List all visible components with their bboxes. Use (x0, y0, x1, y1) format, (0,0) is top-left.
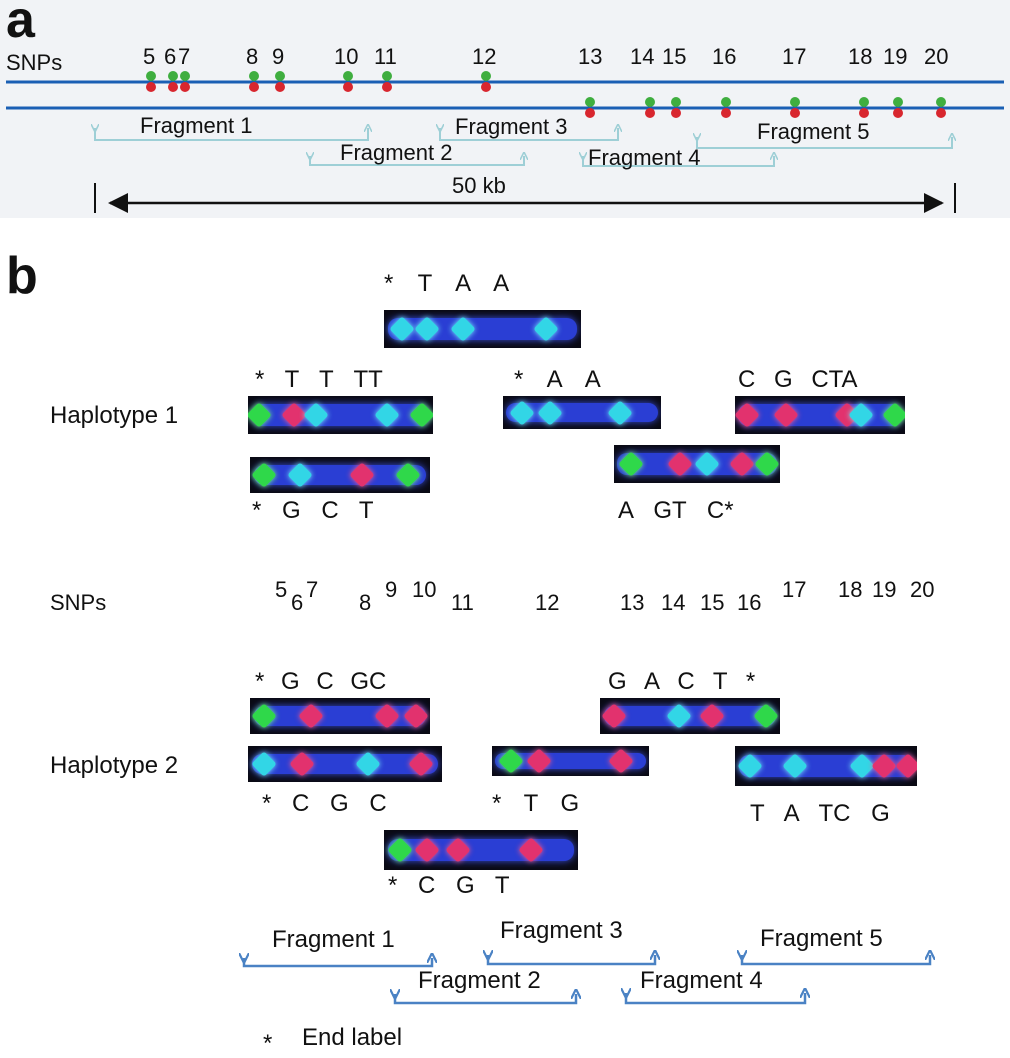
snp-14-label-b: 14 (661, 590, 686, 615)
molecule-image-7 (250, 698, 430, 734)
legend-symbol: * (263, 1030, 273, 1057)
snp-12-label-b: 12 (535, 590, 560, 615)
fragment-5-arrow (742, 955, 930, 966)
molecule-10-alleles: * T G (492, 790, 580, 817)
snp-8-label: 8 (246, 44, 259, 69)
molecule-3-alleles: * A A (514, 366, 601, 393)
scale-label: 50 kb (452, 173, 506, 198)
snp-8-label-b: 8 (359, 590, 372, 615)
snp-9-label: 9 (272, 44, 285, 69)
molecule-image-4 (735, 396, 905, 434)
fragment-3-arrow (488, 955, 655, 966)
molecule-12-alleles: * C G T (388, 872, 510, 899)
molecule-1-alleles: * T A A (384, 270, 510, 297)
snp-5-label-b: 5 (275, 577, 288, 602)
fragment-5-label-a: Fragment 5 (757, 119, 870, 144)
fragment-3-label-b: Fragment 3 (500, 917, 623, 944)
fragment-1-label-a: Fragment 1 (140, 113, 253, 138)
snp-markers-line-1 (146, 71, 491, 92)
molecule-image-6 (614, 445, 780, 483)
molecule-5-alleles: * G C T (252, 497, 374, 524)
haplotype-2-label: Haplotype 2 (50, 752, 179, 779)
snp-12-label: 12 (472, 44, 497, 69)
snp-13-label: 13 (578, 44, 603, 69)
snp-19-label: 19 (883, 44, 908, 69)
fragment-2-arrow (395, 994, 576, 1005)
snp-18-label: 18 (848, 44, 873, 69)
panel-a: a SNPs 5 6 7 8 9 10 11 12 13 14 15 16 17… (0, 0, 1010, 218)
snp-10-label-b: 10 (412, 577, 437, 602)
molecule-image-11 (735, 746, 917, 786)
panel-b-label: b (6, 247, 38, 305)
fragment-2-label-b: Fragment 2 (418, 967, 541, 994)
snp-14-label: 14 (630, 44, 655, 69)
fragment-arrows-a (95, 128, 952, 167)
snp-9-label-b: 9 (385, 577, 398, 602)
molecule-2-alleles: * T T TT (255, 366, 383, 393)
snp-5-label: 5 (143, 44, 156, 69)
snp-17-label-b: 17 (782, 577, 807, 602)
molecule-6-alleles: A GT C* (618, 497, 734, 524)
molecule-image-5 (250, 457, 430, 493)
legend-text: End label (302, 1024, 403, 1051)
molecule-image-2 (248, 396, 433, 434)
snp-20-label-b: 20 (910, 577, 935, 602)
snp-7-label: 7 (178, 44, 191, 69)
molecule-8-alleles: G A C T * (608, 668, 756, 695)
snp-16-label: 16 (712, 44, 737, 69)
snp-markers-line-2 (585, 97, 946, 118)
snp-11-label: 11 (374, 44, 397, 69)
panel-a-label: a (6, 0, 35, 49)
fragment-5-label-b: Fragment 5 (760, 925, 883, 952)
snp-13-label-b: 13 (620, 590, 645, 615)
panel-a-diagram (6, 71, 1004, 213)
snp-20-label: 20 (924, 44, 949, 69)
fragment-3-label-a: Fragment 3 (455, 114, 568, 139)
molecule-image-1 (384, 310, 581, 348)
fragment-2-label-a: Fragment 2 (340, 140, 453, 165)
molecule-image-10 (492, 746, 649, 776)
snp-6-label-b: 6 (291, 590, 304, 615)
molecule-image-3 (503, 396, 661, 429)
snps-label-b: SNPs (50, 590, 107, 615)
haplotype-1-label: Haplotype 1 (50, 402, 179, 429)
snps-label: SNPs (6, 50, 63, 75)
molecule-11-alleles: T A TC G (750, 800, 890, 827)
molecule-image-8 (600, 698, 780, 734)
snp-10-label: 10 (334, 44, 359, 69)
fragment-4-label-b: Fragment 4 (640, 967, 763, 994)
molecule-image-12 (384, 830, 578, 870)
snp-15-label: 15 (662, 44, 687, 69)
snp-6-label: 6 (164, 44, 177, 69)
snp-18-label-b: 18 (838, 577, 863, 602)
snp-15-label-b: 15 (700, 590, 725, 615)
snp-19-label-b: 19 (872, 577, 897, 602)
molecule-7-alleles: * G C GC (255, 668, 387, 695)
fragment-1-arrow (244, 958, 432, 968)
snp-7-label-b: 7 (306, 577, 319, 602)
fragment-1-label-b: Fragment 1 (272, 926, 395, 953)
snp-11-label-b: 11 (451, 590, 474, 615)
molecule-4-alleles: C G CTA (738, 366, 858, 393)
molecule-9-alleles: * C G C (262, 790, 387, 817)
snp-17-label: 17 (782, 44, 807, 69)
fragment-4-label-a: Fragment 4 (588, 145, 701, 170)
molecule-image-9 (248, 746, 442, 782)
snp-16-label-b: 16 (737, 590, 762, 615)
